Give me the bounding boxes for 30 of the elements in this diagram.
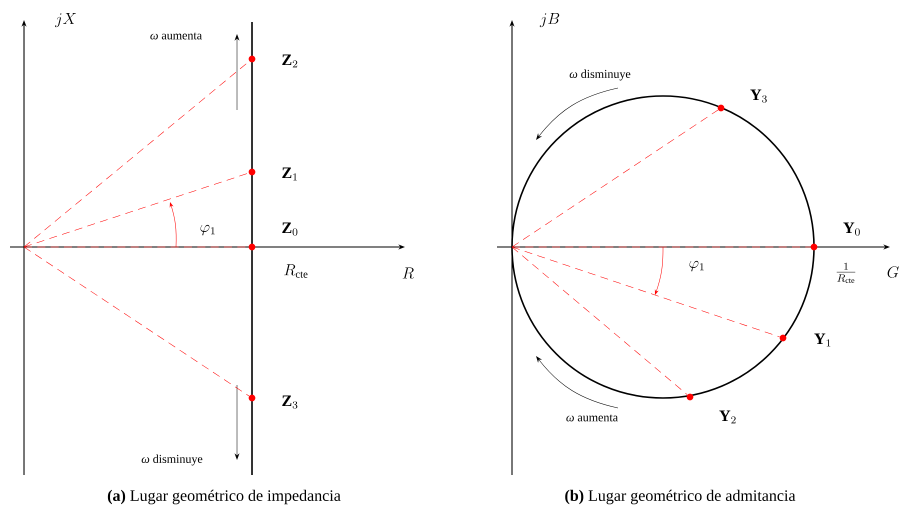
point-label: $\mathbf{Y}_2$ — [719, 410, 736, 424]
point-marker — [686, 394, 694, 400]
axis-label: $jX$ — [54, 13, 76, 28]
point-label: $\mathbf{Z}_1$ — [282, 168, 297, 180]
direction-label: ω disminuye — [570, 70, 630, 80]
direction-label: ω aumenta — [150, 32, 202, 40]
axis-value: $\frac{1}{R_{\mathrm{cte}}}$ — [836, 262, 856, 284]
axis-label: $G$ — [888, 266, 899, 278]
point-label: $\mathbf{Y}_0$ — [843, 222, 860, 236]
axis-label: $jB$ — [540, 13, 560, 28]
point-marker — [810, 244, 818, 250]
axis-value: $R_{\mathrm{cte}}$ — [284, 264, 308, 278]
point-marker — [248, 394, 256, 402]
point-marker — [718, 104, 724, 112]
point-marker — [248, 244, 256, 250]
axis-label: $R$ — [402, 268, 414, 279]
point-label: $\mathbf{Y}_1$ — [814, 334, 830, 346]
point-label: $\mathbf{Z}_0$ — [282, 222, 298, 236]
direction-label: ω disminuye — [142, 454, 202, 466]
subcaption: (b) Lugar geométrico de admitancia — [565, 490, 796, 504]
point-label: $\mathbf{Z}_2$ — [282, 54, 298, 68]
point-marker — [780, 334, 786, 342]
subcaption: (a) Lugar geométrico de impedancia — [108, 490, 341, 504]
angle-label: $\varphi_1$ — [200, 224, 215, 236]
point-label: $\mathbf{Y}_3$ — [750, 90, 767, 103]
point-marker — [248, 56, 256, 62]
point-label: $\mathbf{Z}_3$ — [282, 396, 298, 409]
direction-label: ω aumenta — [566, 414, 618, 422]
angle-label: $\varphi_1$ — [689, 260, 704, 272]
point-marker — [248, 168, 256, 176]
